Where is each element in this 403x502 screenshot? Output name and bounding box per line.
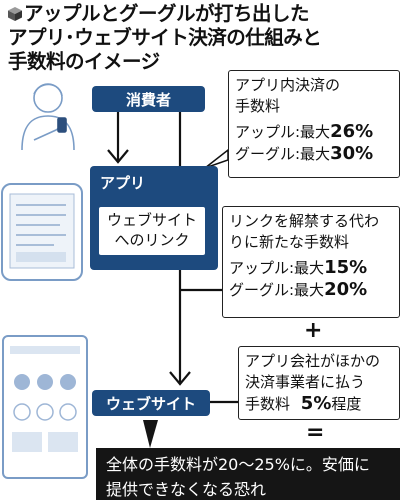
in-app-fee-box: アプリ内決済の 手数料 アップル:最大26% グーグル:最大30% xyxy=(228,70,400,178)
title-line-2: アプリ･ウェブサイト決済の仕組みと xyxy=(8,26,322,49)
processor-fee-label: 手数料 xyxy=(245,395,291,413)
consumer-node: 消費者 xyxy=(92,86,205,112)
title-line-1: アップルとグーグルが打ち出した xyxy=(24,2,310,25)
apple-in-app-value: 26% xyxy=(330,121,374,142)
processor-fee-value: 5% xyxy=(300,393,332,414)
link-fee-heading-2: りに新たな手数料 xyxy=(229,233,350,251)
apple-link-value: 15% xyxy=(324,257,368,278)
in-app-fee-heading-1: アプリ内決済の xyxy=(235,76,341,94)
app-label: アプリ xyxy=(100,174,146,192)
web-link-box: ウェブサイト へのリンク xyxy=(98,206,206,256)
website-node: ウェブサイト xyxy=(92,390,210,416)
title-line-3: 手数料のイメージ xyxy=(8,50,160,73)
web-link-line-2: へのリンク xyxy=(114,231,190,249)
equals-sign: = xyxy=(306,420,325,445)
processor-fee-box: アプリ会社がほかの 決済事業者に払う 手数料 5%程度 xyxy=(238,346,400,420)
cube-icon xyxy=(8,7,22,21)
apple-in-app-label: アップル:最大 xyxy=(235,123,331,141)
conclusion-line-2: 提供できなくなる恐れ xyxy=(106,480,267,499)
tablet-icon xyxy=(2,335,88,479)
google-link-label: グーグル:最大 xyxy=(229,281,325,299)
link-fee-box: リンクを解禁する代わ りに新たな手数料 アップル:最大15% グーグル:最大20… xyxy=(222,206,400,318)
in-app-fee-heading-2: 手数料 xyxy=(235,97,281,115)
smartphone-icon xyxy=(1,183,83,281)
app-node: アプリ ウェブサイト へのリンク xyxy=(90,166,218,270)
link-fee-heading-1: リンクを解禁する代わ xyxy=(229,212,380,230)
conclusion-line-1: 全体の手数料が20～25%に。安価に xyxy=(106,455,370,474)
processor-fee-heading-2: 決済事業者に払う xyxy=(245,373,366,391)
processor-fee-suffix: 程度 xyxy=(331,395,362,413)
google-in-app-value: 30% xyxy=(330,143,374,164)
person-with-phone-icon xyxy=(21,83,75,151)
processor-fee-heading-1: アプリ会社がほかの xyxy=(245,352,381,370)
google-in-app-label: グーグル:最大 xyxy=(235,145,331,163)
web-link-line-1: ウェブサイト xyxy=(106,211,197,229)
conclusion-banner: 全体の手数料が20～25%に。安価に 提供できなくなる恐れ xyxy=(96,448,400,500)
plus-sign: + xyxy=(304,318,323,343)
google-link-value: 20% xyxy=(324,279,368,300)
apple-link-label: アップル:最大 xyxy=(229,259,325,277)
footer-pointer xyxy=(143,420,158,448)
diagram-title: アップルとグーグルが打ち出した アプリ･ウェブサイト決済の仕組みと 手数料のイメ… xyxy=(8,2,398,74)
